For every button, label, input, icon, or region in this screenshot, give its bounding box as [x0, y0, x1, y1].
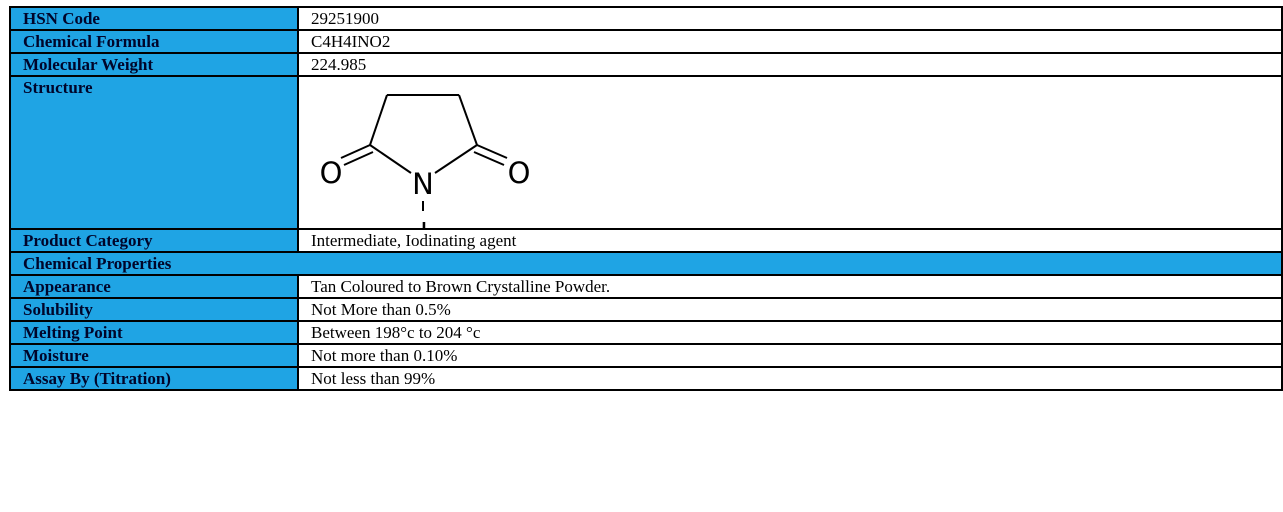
atom-nitrogen: N: [412, 167, 434, 201]
bond-c5-o-a: [476, 144, 508, 159]
atom-oxygen-right: O: [508, 156, 531, 190]
solubility-value: Not More than 0.5%: [299, 299, 1281, 320]
bond-c2-n: [369, 144, 412, 174]
appearance-value: Tan Coloured to Brown Crystalline Powder…: [299, 276, 1281, 297]
table-row: Moisture Not more than 0.10%: [11, 345, 1281, 366]
atom-iodine: I: [420, 218, 428, 228]
table-row: Solubility Not More than 0.5%: [11, 299, 1281, 320]
table-row: HSN Code 29251900: [11, 8, 1281, 29]
bond-c5-n: [434, 144, 478, 174]
table-row: Melting Point Between 198°c to 204 °c: [11, 322, 1281, 343]
table-row: Product Category Intermediate, Iodinatin…: [11, 230, 1281, 251]
chemical-formula-label: Chemical Formula: [11, 31, 297, 52]
bond-c2-o-b: [343, 151, 374, 166]
molecular-weight-value: 224.985: [299, 54, 1281, 75]
structure-label: Structure: [11, 77, 297, 228]
solubility-label: Solubility: [11, 299, 297, 320]
table-row: Assay By (Titration) Not less than 99%: [11, 368, 1281, 389]
moisture-value: Not more than 0.10%: [299, 345, 1281, 366]
molecule-structure-diagram: O O N I: [320, 94, 531, 228]
bond-c4-c5: [458, 94, 478, 146]
bond-c3-c2: [369, 94, 388, 146]
product-category-value: Intermediate, Iodinating agent: [299, 230, 1281, 251]
table-row: Structure O O N I: [11, 77, 1281, 228]
atom-oxygen-left: O: [320, 156, 343, 190]
chemical-properties-heading: Chemical Properties: [11, 253, 1281, 274]
assay-label: Assay By (Titration): [11, 368, 297, 389]
specification-table: HSN Code 29251900 Chemical Formula C4H4I…: [9, 6, 1283, 391]
assay-value: Not less than 99%: [299, 368, 1281, 389]
melting-point-value: Between 198°c to 204 °c: [299, 322, 1281, 343]
molecular-weight-label: Molecular Weight: [11, 54, 297, 75]
appearance-label: Appearance: [11, 276, 297, 297]
moisture-label: Moisture: [11, 345, 297, 366]
table-row: Chemical Formula C4H4INO2: [11, 31, 1281, 52]
table-row: Appearance Tan Coloured to Brown Crystal…: [11, 276, 1281, 297]
hsn-code-value: 29251900: [299, 8, 1281, 29]
chemical-formula-value: C4H4INO2: [299, 31, 1281, 52]
melting-point-label: Melting Point: [11, 322, 297, 343]
hsn-code-label: HSN Code: [11, 8, 297, 29]
bond-c2-o-a: [340, 144, 371, 159]
section-row: Chemical Properties: [11, 253, 1281, 274]
table-row: Molecular Weight 224.985: [11, 54, 1281, 75]
bond-c5-o-b: [473, 151, 505, 166]
structure-image-cell: O O N I: [299, 77, 1281, 228]
product-category-label: Product Category: [11, 230, 297, 251]
